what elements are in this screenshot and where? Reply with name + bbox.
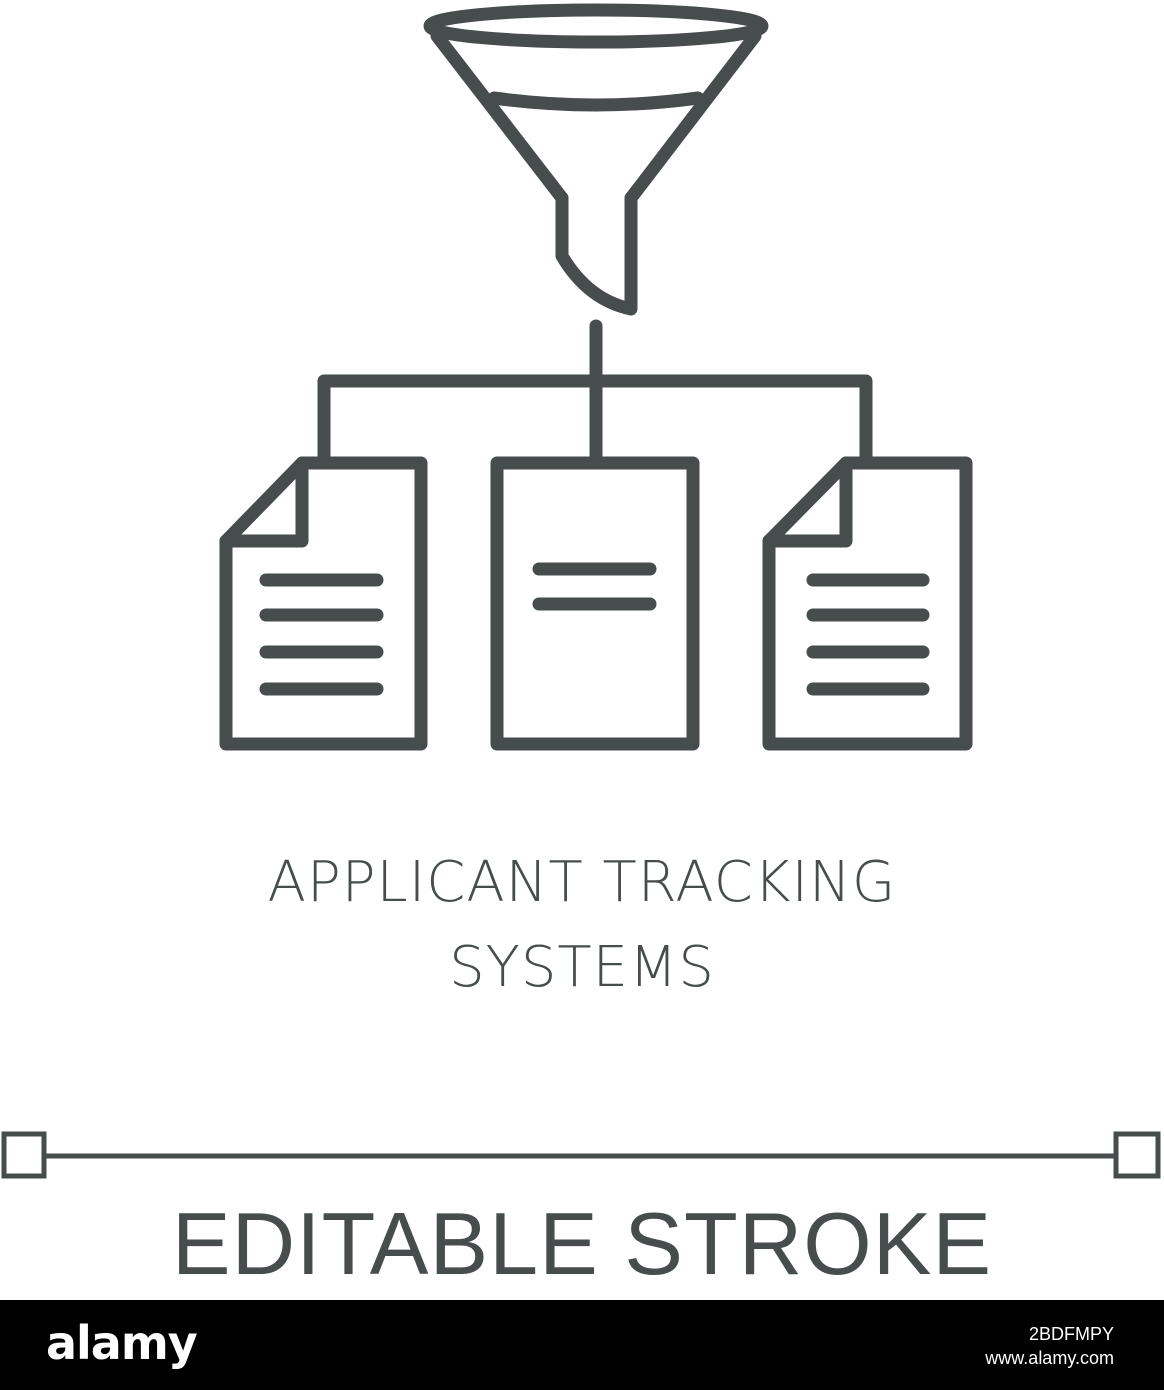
document-middle-icon: [490, 456, 700, 751]
image-id: 2BDFMPY: [1028, 1324, 1114, 1344]
stroke-handle-left: [1, 1131, 47, 1179]
stroke-handle-right: [1113, 1131, 1161, 1179]
footer-bar: alamy 2BDFMPY www.alamy.com: [0, 1300, 1164, 1390]
applicant-tracking-funnel-icon: [219, 3, 973, 751]
brand-logo: alamy: [46, 1316, 198, 1370]
connector-lines: [317, 319, 873, 469]
editable-stroke-path: [1, 1131, 1161, 1179]
document-right-icon: [762, 456, 973, 751]
icon-title-line-2: SYSTEMS: [449, 935, 715, 1000]
document-left-icon: [219, 456, 428, 751]
site-url: www.alamy.com: [985, 1348, 1114, 1369]
funnel-icon: [423, 3, 769, 316]
icon-title-line-1: APPLICANT TRACKING: [267, 850, 897, 915]
editable-stroke-label: EDITABLE STROKE: [171, 1194, 993, 1293]
image-id-block: 2BDFMPY www.alamy.com: [985, 1322, 1114, 1371]
